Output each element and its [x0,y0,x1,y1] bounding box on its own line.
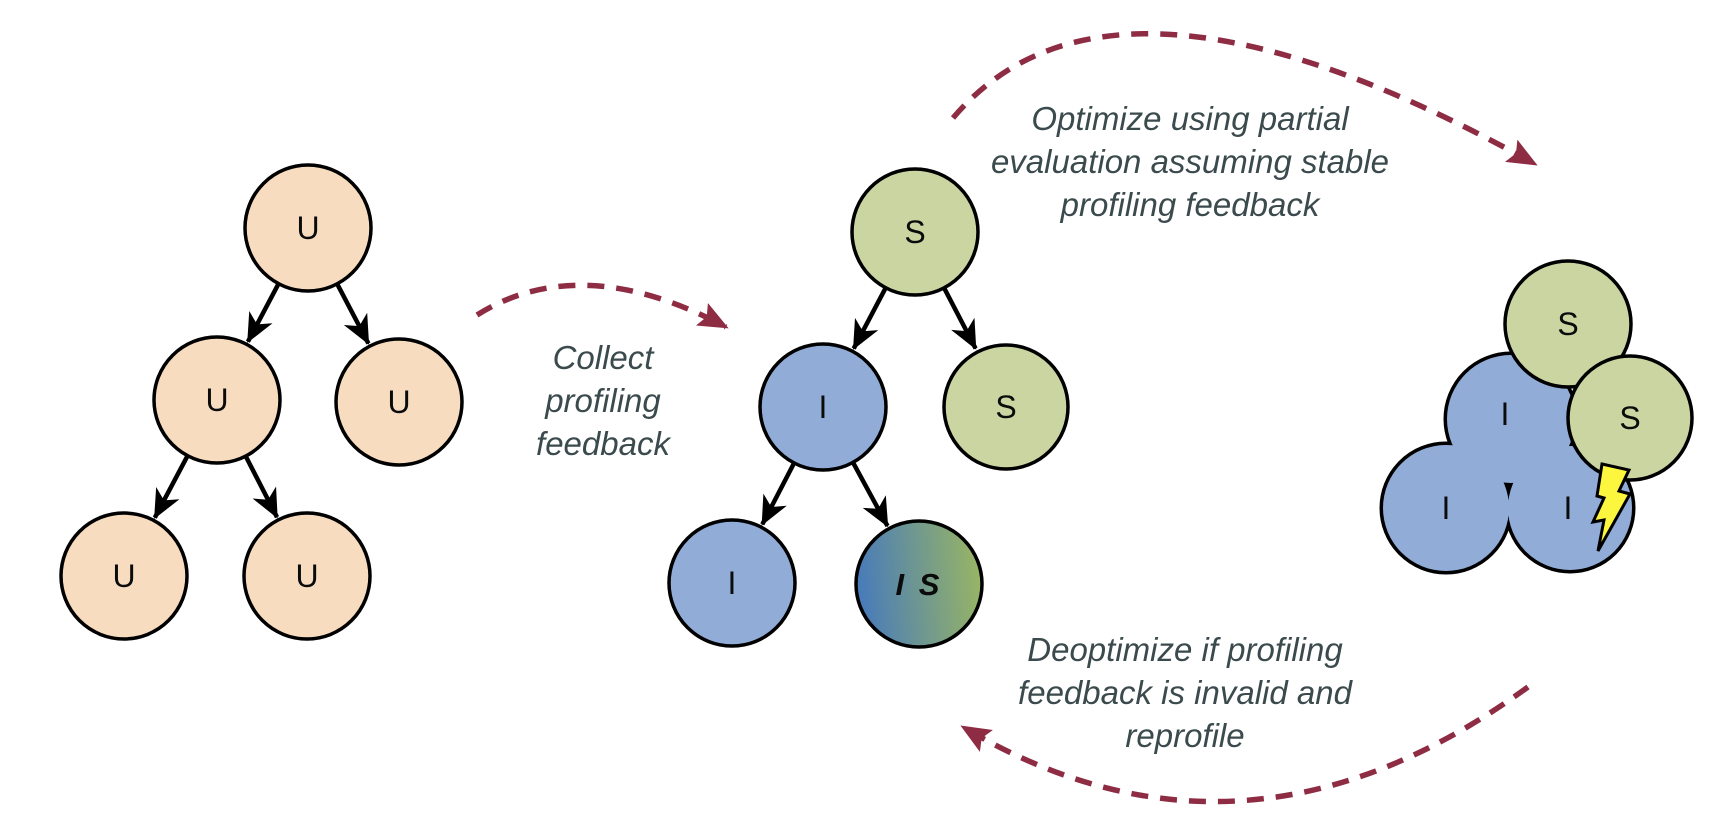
annotation-line: Deoptimize if profiling [1027,631,1343,668]
tree-edge [245,282,281,343]
right-cluster: S I S I I [1379,259,1694,575]
cluster-node-stable [1566,354,1694,482]
collect-flow-arrow [475,282,729,330]
node-interpreted [758,342,888,472]
lightning-bolt-icon [1590,462,1633,552]
node-unoptimized [152,335,282,465]
cluster-node-stable [1503,259,1633,389]
node-unoptimized [243,163,373,293]
annotation-line: feedback [536,425,670,462]
node-unoptimized [334,337,464,467]
annotation-line: reprofile [1125,717,1245,754]
tree-edge [152,454,190,519]
node-stable [850,167,980,297]
node-label: U [112,558,135,594]
left-tree: U U U U U [59,163,464,641]
optimize-flow-arrow [950,31,1538,167]
cluster-node-interpreted [1383,445,1509,571]
node-interpreted [667,518,797,648]
tree-edge [243,455,280,519]
node-label: U [295,558,318,594]
annotation-collect-profiling: Collect profiling feedback [536,336,670,465]
middle-tree: S I S I I S [667,167,1070,649]
node-label: S [904,214,925,250]
annotation-deoptimize: Deoptimize if profiling feedback is inva… [1018,628,1352,757]
cluster-node-interpreted [1447,355,1575,483]
node-label: U [387,384,410,420]
node-label: S [1619,400,1640,436]
annotation-line: profiling feedback [1060,186,1320,223]
deoptimize-flow-arrow [960,684,1530,805]
tree-edge [942,286,978,350]
node-label: S [1557,306,1578,342]
annotation-optimize: Optimize using partial evaluation assumi… [991,97,1389,226]
tree-edge [851,286,888,350]
node-label: U [205,382,228,418]
node-unoptimized [59,511,189,641]
node-label: I [1442,490,1451,526]
node-label: S [995,389,1016,425]
annotation-line: evaluation assuming stable [990,143,1390,180]
node-label: U [296,210,319,246]
node-unoptimized [242,511,372,641]
node-label: I [1501,396,1510,432]
node-mixed-interpreted-stable [854,519,984,649]
node-label: I [819,389,828,425]
annotation-line: Optimize using partial [1031,100,1349,137]
node-label: I [1564,490,1573,526]
node-stable [942,343,1070,471]
annotation-line: profiling [545,382,661,419]
tree-edge [335,283,371,345]
annotation-line: feedback is invalid and [1018,674,1352,711]
node-label: I [728,565,737,601]
tree-edge [851,461,890,528]
annotation-line: Collect [552,339,654,376]
tree-edge [760,461,797,526]
node-label-mixed: I S [896,567,943,602]
